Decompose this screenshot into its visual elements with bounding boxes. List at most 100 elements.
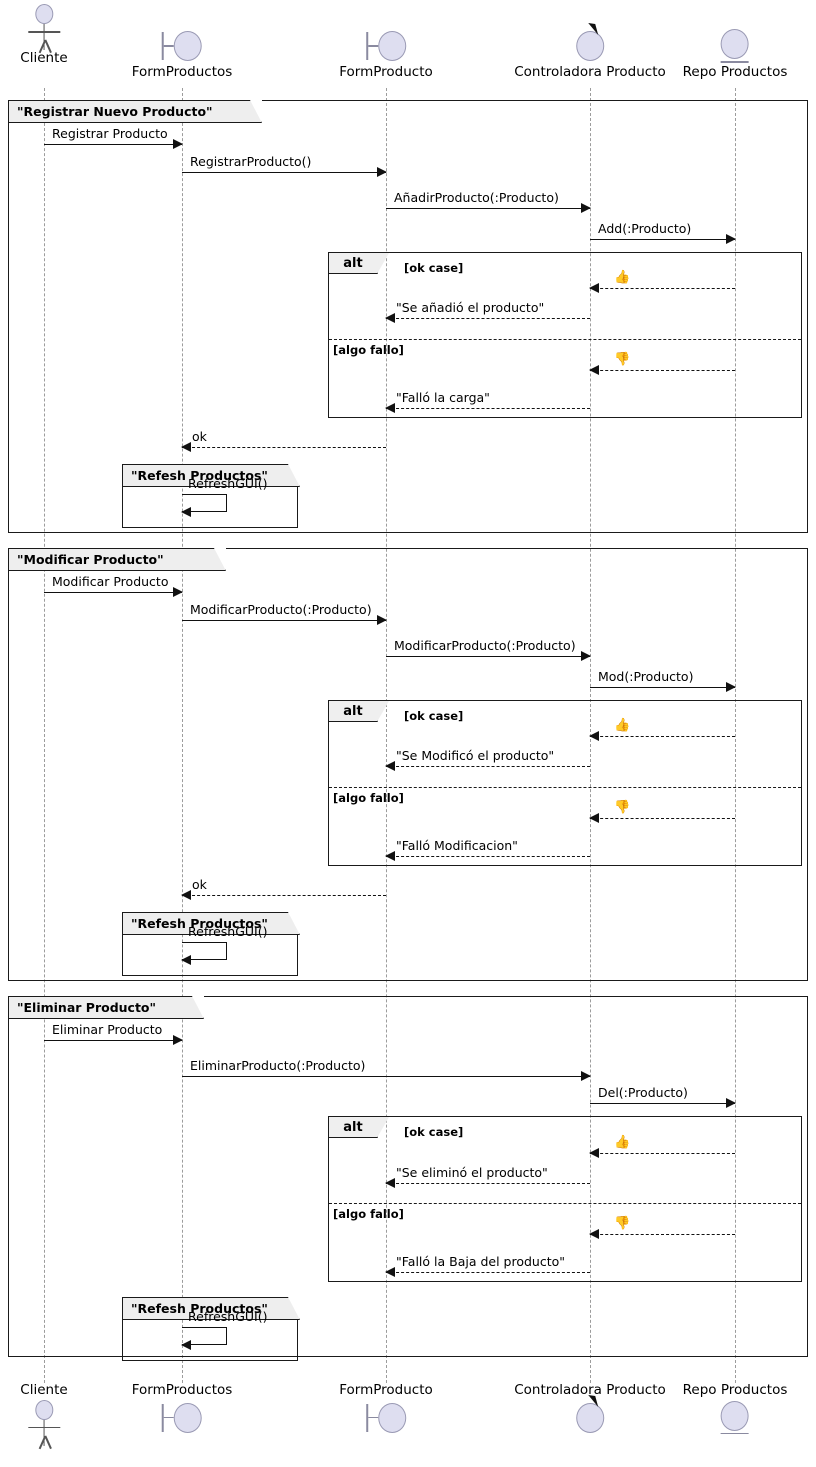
- message-line: [386, 1183, 590, 1184]
- arrowhead-icon: [726, 682, 736, 692]
- actor-arms: [27, 1426, 60, 1428]
- participant-repo-productos[interactable]: Repo Productos: [682, 1382, 788, 1438]
- participant-label: FormProductos: [131, 64, 233, 80]
- message-line: [590, 1103, 735, 1104]
- participant-label: FormProductos: [131, 1382, 233, 1398]
- message-line: [182, 895, 386, 896]
- arrowhead-icon: [589, 1229, 599, 1239]
- participant-cliente[interactable]: Cliente: [20, 2, 68, 66]
- actor-body: [43, 1419, 45, 1446]
- participant-label: Repo Productos: [682, 1382, 788, 1398]
- participant-label: Repo Productos: [682, 64, 788, 80]
- actor-figure: [24, 1399, 64, 1449]
- arrowhead-icon: [385, 403, 395, 413]
- message-line: [44, 144, 182, 145]
- fragment-2: [8, 548, 808, 981]
- message-label: ok: [192, 877, 207, 892]
- control-icon: [514, 1394, 666, 1438]
- alt-branch-divider: [329, 339, 801, 340]
- boundary-bar: [162, 32, 164, 60]
- arrowhead-icon: [589, 813, 599, 823]
- arrowhead-icon: [589, 283, 599, 293]
- alt-operator-tab: alt: [329, 701, 378, 722]
- alt-tab-notch: [377, 1117, 389, 1138]
- message-line: [182, 620, 386, 621]
- message-line: [386, 856, 590, 857]
- message-line: [44, 592, 182, 593]
- participant-formproducto[interactable]: FormProducto: [339, 1383, 433, 1438]
- entity-shape: [720, 1400, 749, 1435]
- actor-figure: [24, 4, 64, 54]
- arrowhead-icon: [589, 365, 599, 375]
- control-arrow-icon: [587, 23, 598, 35]
- entity-circle: [720, 29, 749, 60]
- message-line: [386, 766, 590, 767]
- message-line: [590, 288, 735, 289]
- participant-label: Controladora Producto: [514, 1382, 666, 1398]
- message-label: AñadirProducto(:Producto): [394, 190, 559, 205]
- boundary-shape: [162, 31, 202, 61]
- thumbs-down-icon: 👎: [614, 352, 631, 367]
- arrowhead-icon: [385, 1267, 395, 1277]
- message-line: [182, 172, 386, 173]
- actor-leg-right: [44, 1435, 52, 1449]
- lifeline-repo-productos: [735, 88, 736, 1383]
- arrowhead-icon: [385, 313, 395, 323]
- participant-label: Cliente: [20, 1382, 68, 1398]
- alt-fragment: [328, 252, 802, 418]
- boundary-icon: [339, 26, 433, 66]
- actor-leg-right: [44, 39, 52, 54]
- lifeline-formproductos: [182, 88, 183, 1383]
- boundary-icon: [132, 26, 233, 66]
- thumbs-up-icon: 👍: [614, 718, 631, 733]
- alt-fragment: [328, 700, 802, 866]
- self-message-arrowhead-icon: [181, 955, 191, 965]
- message-line: [386, 656, 590, 657]
- alt-guard-2: [algo fallo]: [333, 343, 404, 357]
- message-label: "Falló la carga": [396, 390, 490, 405]
- arrowhead-icon: [181, 442, 191, 452]
- lifeline-formproducto: [386, 88, 387, 1383]
- thumbs-up-icon: 👍: [614, 1135, 631, 1150]
- message-label: Add(:Producto): [598, 221, 692, 236]
- message-line: [182, 447, 386, 448]
- alt-operator-tab: alt: [329, 1117, 378, 1138]
- message-line: [590, 1153, 735, 1154]
- participant-repo-productos[interactable]: Repo Productos: [682, 26, 788, 80]
- participant-label: Cliente: [20, 50, 68, 66]
- fragment-3: [8, 996, 808, 1357]
- fragment-1: [8, 100, 808, 533]
- alt-tab-notch: [377, 701, 389, 722]
- self-message-arrowhead-icon: [181, 1340, 191, 1350]
- message-label: "Falló Modificacion": [396, 838, 518, 853]
- message-label: Registrar Producto: [52, 126, 168, 141]
- message-label: Modificar Producto: [52, 574, 169, 589]
- alt-tab-notch-line: [377, 1117, 391, 1139]
- alt-fragment: [328, 1116, 802, 1282]
- participant-formproductos[interactable]: FormProductos: [131, 26, 233, 80]
- message-line: [590, 239, 735, 240]
- arrowhead-icon: [173, 587, 183, 597]
- participant-controladora-producto[interactable]: Controladora Producto: [514, 1382, 666, 1438]
- entity-circle: [720, 1400, 749, 1431]
- fragment-label-tab: "Registrar Nuevo Producto": [9, 100, 262, 123]
- boundary-bar: [366, 1403, 368, 1432]
- boundary-bar: [366, 32, 368, 60]
- participant-controladora-producto[interactable]: Controladora Producto: [514, 23, 666, 80]
- participant-formproducto[interactable]: FormProducto: [339, 26, 433, 80]
- alt-guard-1: [ok case]: [404, 261, 464, 275]
- fragment-label-tab: "Modificar Producto": [9, 548, 226, 571]
- self-message-loop: [182, 1327, 227, 1345]
- message-label: "Se eliminó el producto": [396, 1165, 548, 1180]
- message-line: [590, 687, 735, 688]
- boundary-connector: [368, 1416, 378, 1419]
- boundary-connector: [164, 1416, 174, 1419]
- message-label: ModificarProducto(:Producto): [190, 602, 372, 617]
- participant-formproductos[interactable]: FormProductos: [131, 1382, 233, 1438]
- control-shape: [575, 1394, 604, 1433]
- arrowhead-icon: [726, 234, 736, 244]
- participant-cliente[interactable]: Cliente: [20, 1382, 68, 1449]
- alt-tab-notch-line: [377, 701, 391, 723]
- boundary-circle: [378, 1402, 406, 1433]
- alt-operator-tab: alt: [329, 253, 378, 274]
